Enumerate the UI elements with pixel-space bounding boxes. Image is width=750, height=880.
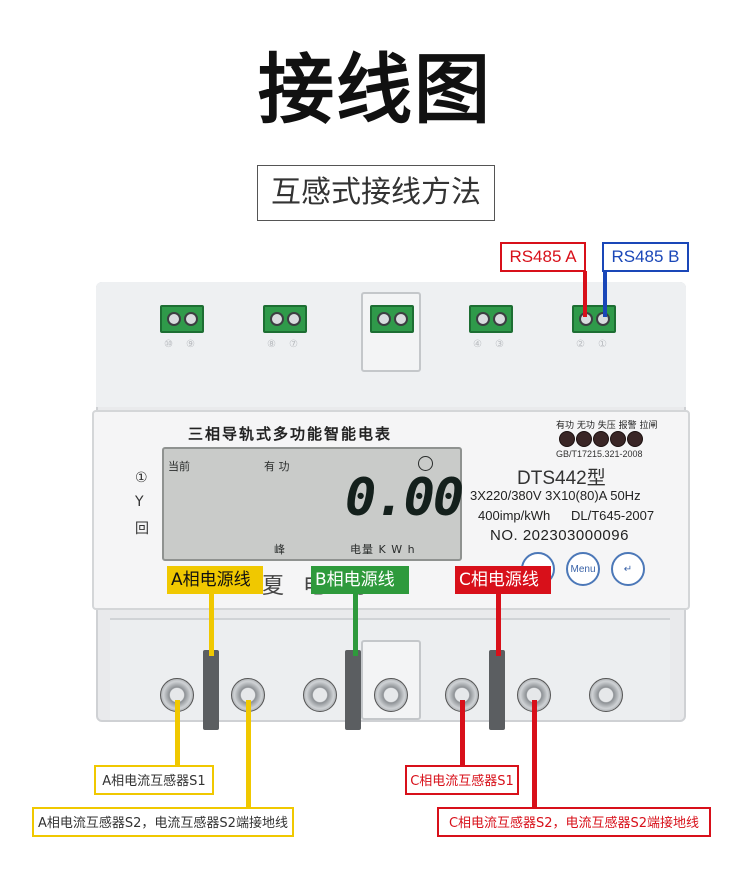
meter-constant: 400imp/kWh <box>478 508 551 523</box>
method-subtitle: 互感式接线方法 <box>257 165 495 221</box>
lcd-active-label: 有 功 <box>264 460 290 473</box>
double-insulation-icon: 回 <box>135 521 149 537</box>
terminal-number: ② <box>576 339 585 350</box>
phase-a-power-label: A相电源线 <box>167 566 263 594</box>
ct-c-s2-label: C相电流互感器S2，电流互感器S2端接地线 <box>437 807 711 837</box>
terminal-number: ③ <box>495 339 504 350</box>
phase-c-bus-bar <box>489 650 505 730</box>
phase-b-power-label: B相电源线 <box>311 566 409 594</box>
meter-protocol-standard: DL/T645-2007 <box>571 508 655 523</box>
led-trip <box>627 431 643 447</box>
terminal-block-2-1 <box>572 305 616 333</box>
led-caption: 有功 无功 失压 报警 拉闸 <box>556 421 658 431</box>
meter-rating: 3X220/380V 3X10(80)A 50Hz <box>470 488 641 503</box>
phase-a-wire <box>209 594 214 656</box>
terminal-number: ⑨ <box>186 339 195 350</box>
ct-a-s2-label: A相电流互感器S2，电流互感器S2端接地线 <box>32 807 294 837</box>
terminal-screw-4 <box>303 678 337 712</box>
rs485-a-wire <box>583 271 587 317</box>
ct-c-s1-wire <box>460 700 465 767</box>
ct-a-s1-wire <box>175 700 180 767</box>
lcd-signal-icon <box>418 456 433 471</box>
enter-icon: ↵ <box>623 563 633 575</box>
terminal-number: ⑧ <box>267 339 276 350</box>
phase-c-power-label: C相电源线 <box>455 566 551 594</box>
phase-b-wire <box>353 594 358 656</box>
terminal-screw-10 <box>589 678 623 712</box>
enter-button[interactable]: ↵ <box>611 552 645 586</box>
meter-name: 三相导轨式多功能智能电表 <box>188 425 393 443</box>
terminal-block-8-7 <box>263 305 307 333</box>
phase-symbol-icon: ① <box>135 470 148 486</box>
wye-connection-icon: Y <box>135 494 144 510</box>
lcd-peak-label: 峰 <box>274 543 285 556</box>
menu-button[interactable]: Menu <box>566 552 600 586</box>
led-undervoltage <box>593 431 609 447</box>
phase-c-wire <box>496 594 501 656</box>
meter-model: DTS442型 <box>517 468 606 489</box>
terminal-number: ① <box>598 339 607 350</box>
lcd-current-label: 当前 <box>168 460 190 473</box>
led-reactive <box>576 431 592 447</box>
gb-standard: GB/T17215.321-2008 <box>556 449 643 459</box>
terminal-block-4-3 <box>469 305 513 333</box>
terminal-number: ④ <box>473 339 482 350</box>
phase-b-bus-bar <box>345 650 361 730</box>
terminal-number: ⑦ <box>289 339 298 350</box>
led-active <box>559 431 575 447</box>
serial-number: NO. 202303000096 <box>490 527 629 544</box>
ct-c-s2-wire <box>532 700 537 809</box>
phase-a-bus-bar <box>203 650 219 730</box>
led-alarm <box>610 431 626 447</box>
rs485-b-wire <box>603 271 607 317</box>
rs485-a-label: RS485 A <box>500 242 586 272</box>
ct-a-s2-wire <box>246 700 251 809</box>
terminal-block-center <box>370 305 414 333</box>
rs485-b-label: RS485 B <box>602 242 689 272</box>
terminal-screw-neutral <box>374 678 408 712</box>
lcd-unit-label: 电量 K W h <box>350 543 416 556</box>
ct-c-s1-label: C相电流互感器S1 <box>405 765 519 795</box>
lcd-energy-reading: 0.00 <box>345 468 464 528</box>
diagram-title: 接线图 <box>258 45 492 134</box>
lcd-display <box>162 447 462 561</box>
terminal-number: ⑩ <box>164 339 173 350</box>
ct-a-s1-label: A相电流互感器S1 <box>94 765 214 795</box>
terminal-block-10-9 <box>160 305 204 333</box>
